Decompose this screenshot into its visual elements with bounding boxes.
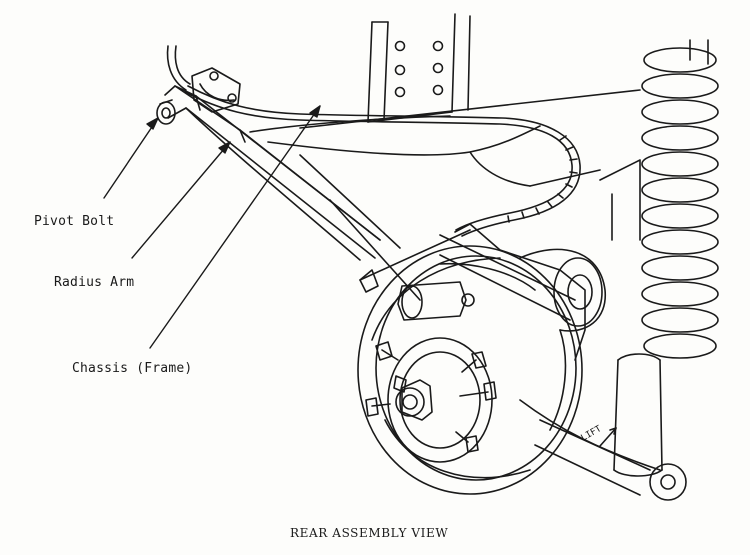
lower-link	[519, 399, 661, 496]
cross-member	[249, 89, 641, 187]
brake-cylinder	[397, 281, 475, 321]
radius-arm-leader	[131, 141, 231, 259]
brake-cable	[166, 45, 581, 237]
pivot-bolt-arrowhead	[146, 117, 159, 130]
figure-caption: REAR ASSEMBLY VIEW	[290, 526, 449, 540]
chassis-arrowhead	[309, 105, 321, 118]
brake-drum	[357, 223, 586, 495]
chassis-frame	[367, 13, 471, 123]
radius-arm-label: Radius Arm	[54, 275, 135, 290]
pivot-bolt	[156, 67, 241, 125]
pivot-bolt-leader	[103, 117, 159, 199]
pivot-bolt-label: Pivot Bolt	[34, 214, 115, 229]
lift-label: LIFT	[580, 424, 604, 444]
chassis-leader	[149, 105, 321, 349]
coil-spring	[641, 39, 719, 359]
radius-arm	[164, 85, 421, 301]
radius-arm-arrowhead	[218, 141, 231, 154]
chassis-label: Chassis (Frame)	[72, 361, 193, 376]
lift-arrow-icon	[599, 427, 617, 447]
leader-arrows	[103, 105, 321, 349]
wheel-hub	[365, 337, 497, 463]
shock-absorber	[613, 353, 687, 501]
axle-housing	[439, 159, 641, 332]
